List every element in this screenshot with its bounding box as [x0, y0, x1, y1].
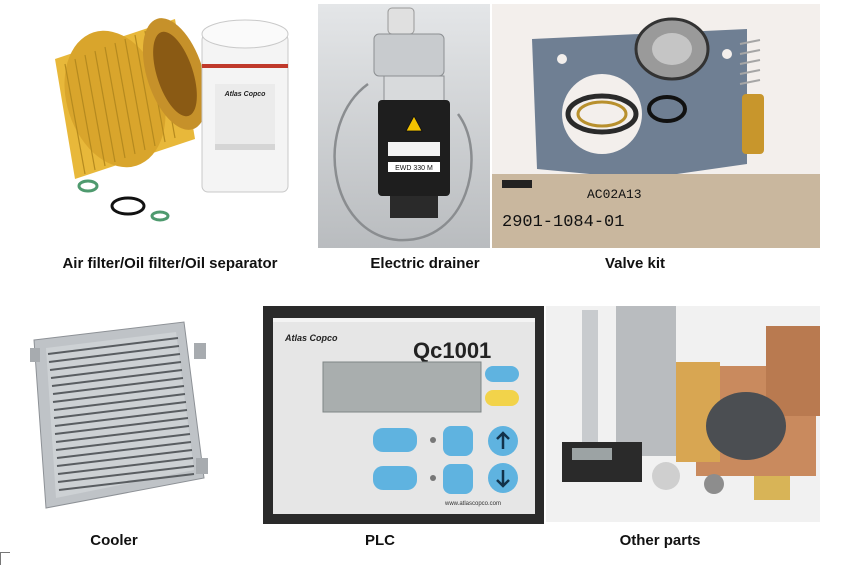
corner-marker: [0, 552, 10, 565]
svg-text:2901-1084-01: 2901-1084-01: [502, 213, 624, 232]
photo-cooler: [24, 318, 214, 512]
drainer-valve-head: [373, 7, 445, 103]
photo-other-parts: [546, 306, 820, 522]
svg-text:Qc1001: Qc1001: [413, 338, 491, 363]
plc-buttons: [373, 426, 518, 494]
caption-cooler: Cooler: [90, 532, 138, 549]
photo-drainer: EWD 330 M: [318, 4, 490, 248]
air-filter: [55, 18, 208, 179]
svg-text:AC02A13: AC02A13: [587, 187, 642, 202]
caption-filters: Air filter/Oil filter/Oil separator: [62, 255, 278, 272]
plc-illustration: Atlas Copco Qc1001 www.atlascopco.com: [263, 306, 544, 524]
svg-text:www.atlascopco.com: www.atlascopco.com: [444, 501, 501, 507]
valve-kit-illustration: AC02A13 2901-1084-01: [492, 4, 820, 248]
oil-separator: Atlas Copco: [201, 19, 289, 193]
valve-seals: [565, 93, 687, 135]
photo-valve-kit: AC02A13 2901-1084-01: [492, 4, 820, 248]
drainer-illustration: EWD 330 M: [318, 4, 490, 248]
svg-text:EWD 330 M: EWD 330 M: [395, 165, 433, 172]
drainer-body: EWD 330 M: [378, 100, 450, 218]
caption-other-parts: Other parts: [619, 532, 701, 549]
filters-illustration: Atlas Copco: [10, 4, 316, 248]
cooler-illustration: [24, 318, 214, 512]
svg-text:Atlas Copco: Atlas Copco: [224, 91, 267, 98]
photo-filters: Atlas Copco: [10, 4, 316, 248]
o-rings: [77, 179, 170, 222]
caption-valve-kit: Valve kit: [604, 255, 666, 272]
caption-plc: PLC: [365, 532, 395, 549]
caption-drainer: Electric drainer: [370, 255, 480, 272]
svg-text:Atlas Copco: Atlas Copco: [284, 333, 338, 343]
other-parts-illustration: [546, 306, 820, 522]
photo-plc: Atlas Copco Qc1001 www.atlascopco.com: [263, 306, 544, 524]
